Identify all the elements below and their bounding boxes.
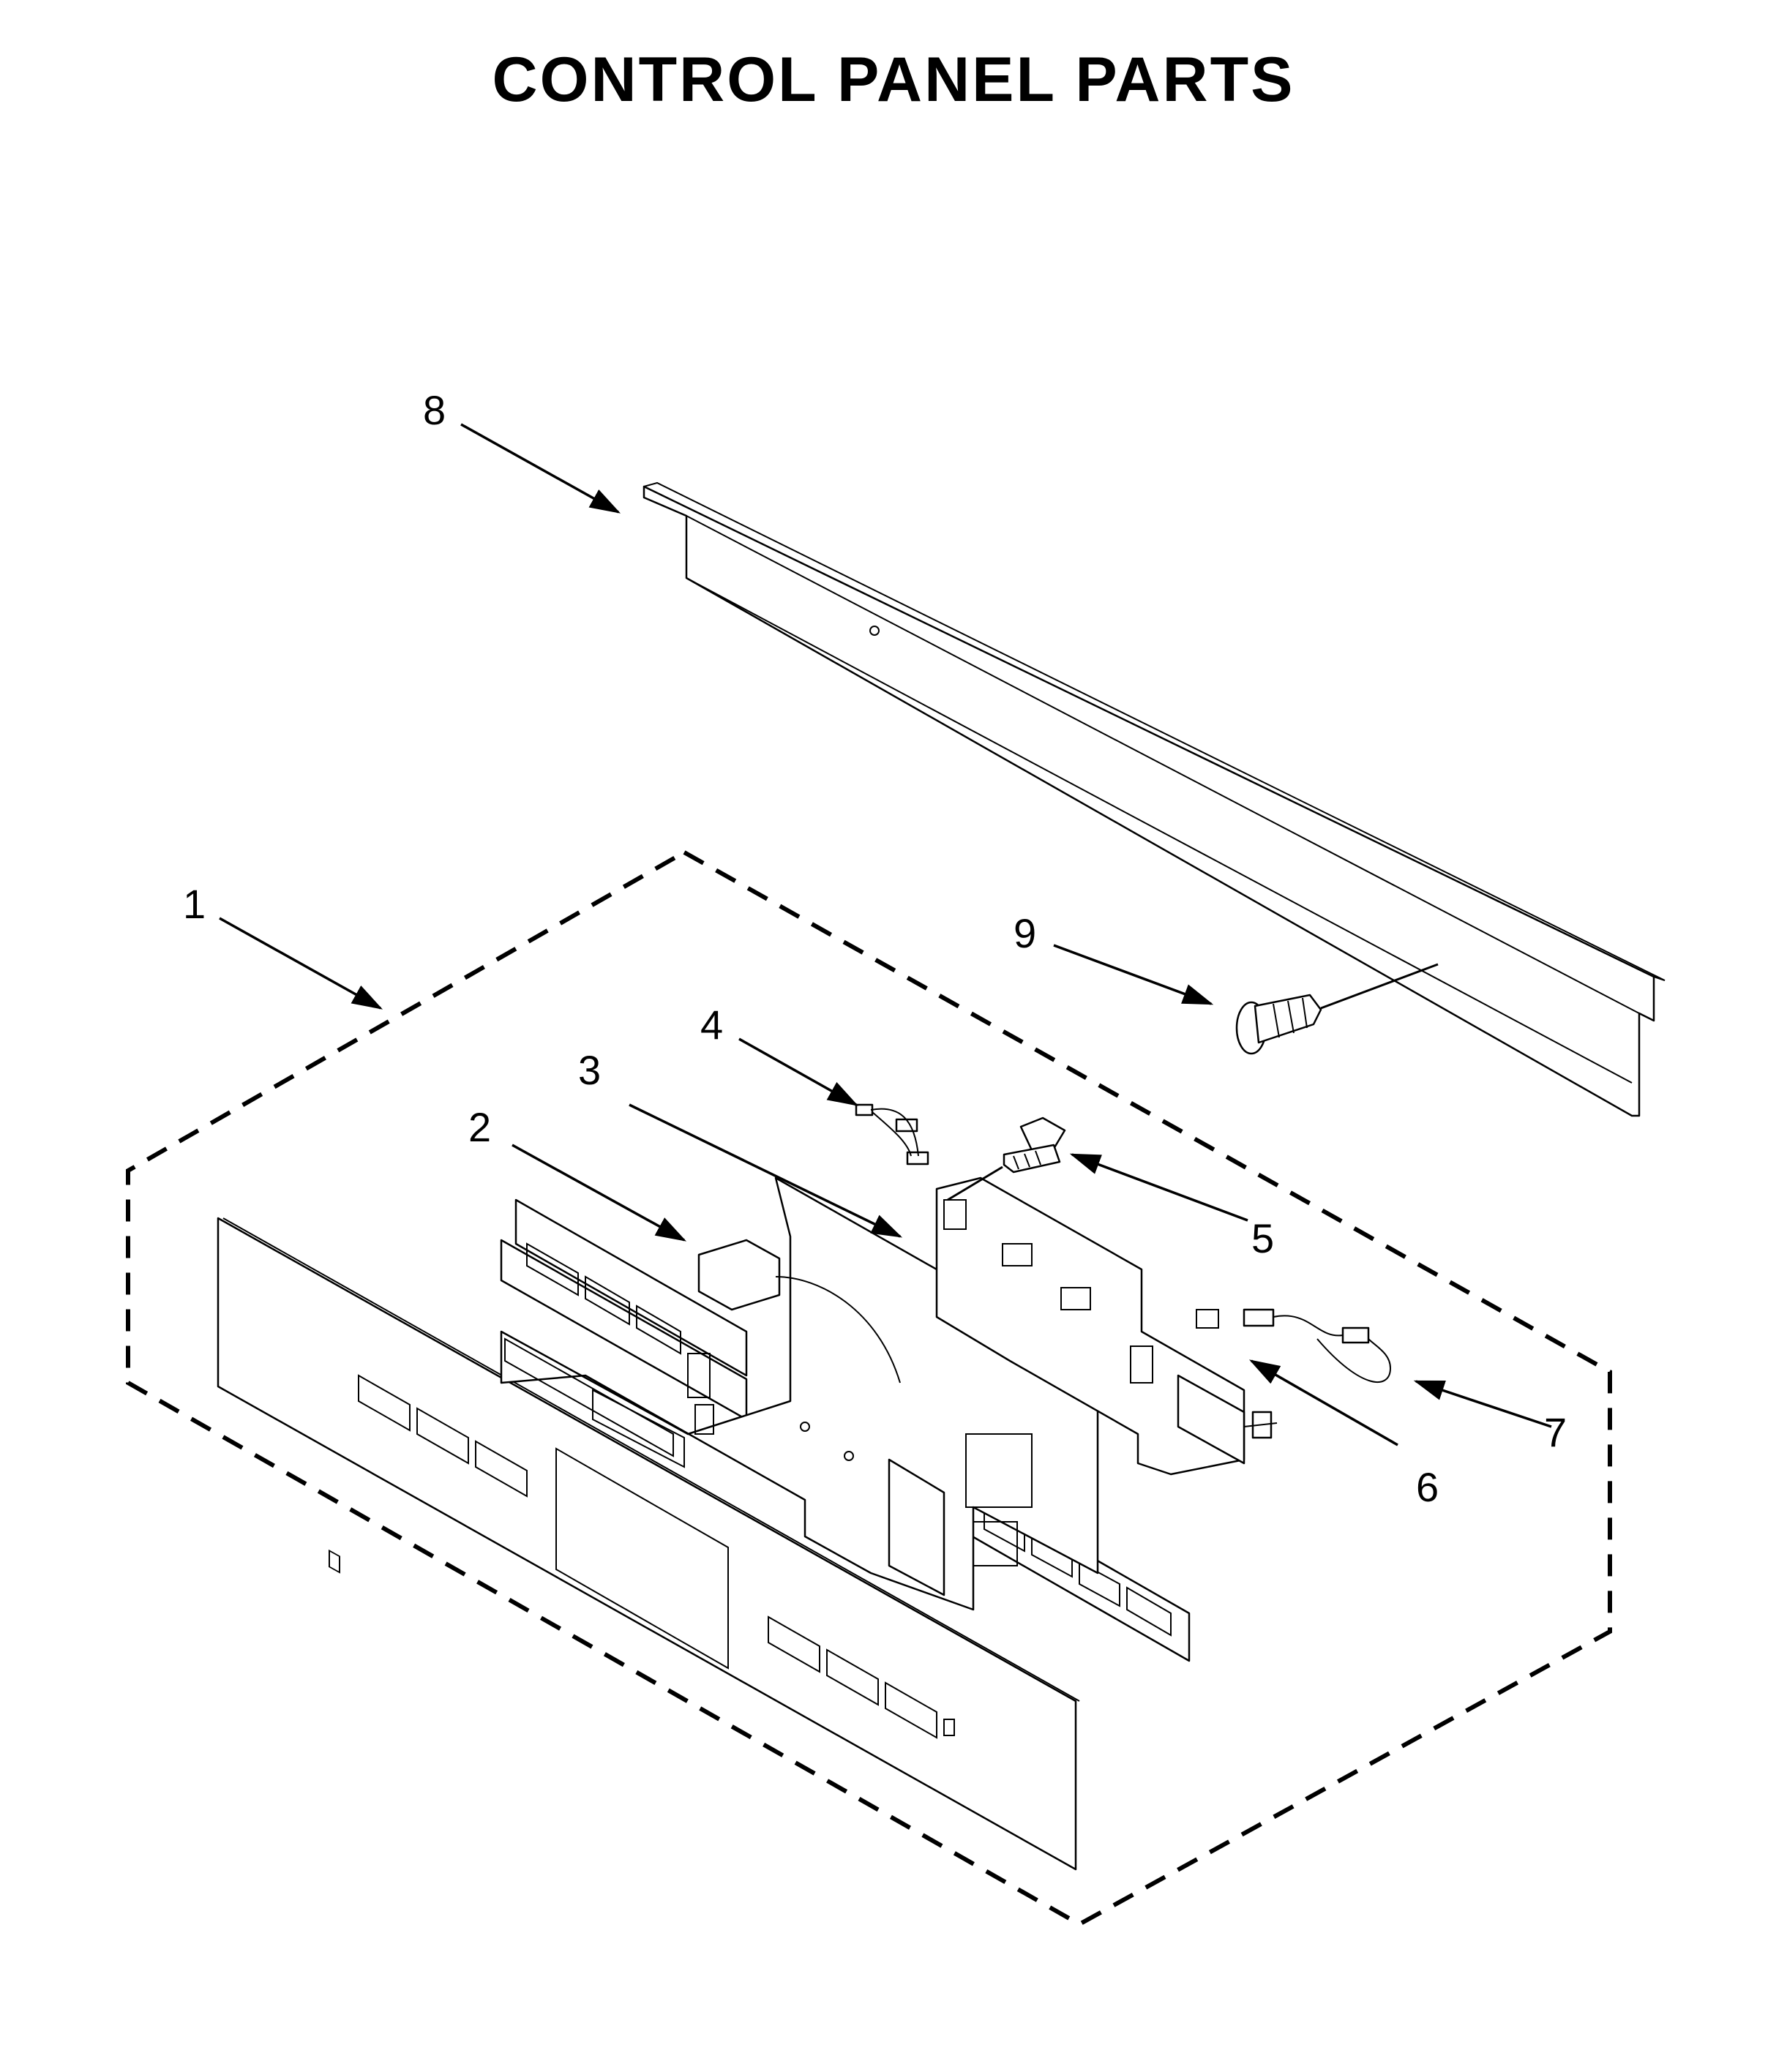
- callout-9: 9: [1014, 910, 1036, 956]
- screw-part-9: [1235, 963, 1439, 1055]
- wire-harness-part: [855, 1103, 929, 1166]
- leader-arrows: [219, 423, 1552, 1446]
- callout-3: 3: [578, 1047, 601, 1093]
- callout-labels: 1 2 3 4 5 6 7 8 9: [183, 387, 1567, 1510]
- connector-part-6: [1243, 1411, 1278, 1439]
- callout-7: 7: [1544, 1409, 1567, 1455]
- screw-part-5: [947, 1116, 1066, 1201]
- ribbon-module-part: [697, 1239, 901, 1384]
- callout-5: 5: [1251, 1215, 1274, 1261]
- callout-4: 4: [700, 1002, 723, 1048]
- assembly-boundary-dashed: [126, 849, 1612, 1927]
- callout-6: 6: [1416, 1464, 1439, 1510]
- diagram-title: CONTROL PANEL PARTS: [492, 45, 1295, 115]
- callout-1: 1: [183, 881, 206, 927]
- control-panel-glass-part: [217, 1217, 1080, 1871]
- callout-2: 2: [468, 1104, 491, 1150]
- wire-harness-part-7: [1243, 1308, 1392, 1384]
- trim-rail-part: [643, 481, 1666, 1117]
- callout-8: 8: [423, 387, 446, 433]
- board-bracket-part: [935, 1176, 1245, 1476]
